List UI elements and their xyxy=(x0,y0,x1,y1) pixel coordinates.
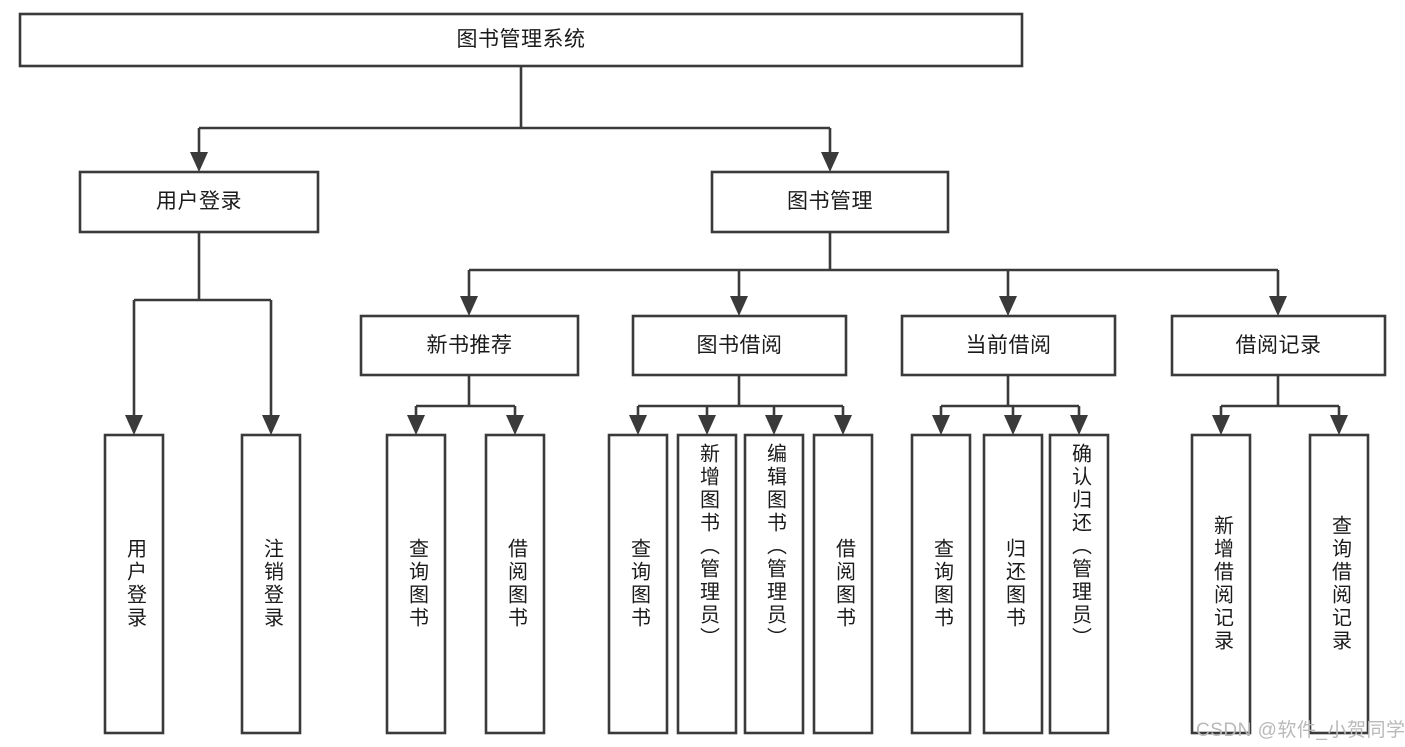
arrowhead-add-book-admin xyxy=(698,415,716,435)
node-box-leaf-query-book-newbook[interactable] xyxy=(385,433,447,735)
node-box-leaf-borrow-book[interactable] xyxy=(812,433,874,735)
node-box-leaf-add-book-admin[interactable] xyxy=(676,433,738,735)
csdn-watermark: CSDN @软件_小贺同学 xyxy=(1196,720,1405,741)
arrowhead-leaf-logout xyxy=(262,415,280,435)
node-box-leaf-add-borrow-record[interactable] xyxy=(1190,433,1252,735)
arrowhead-leaf-user-login xyxy=(125,415,143,435)
arrowhead-confirm-return-admin xyxy=(1070,415,1088,435)
arrowhead-query-book-borrow xyxy=(629,415,647,435)
node-box-leaf-confirm-return-admin[interactable] xyxy=(1048,433,1110,735)
node-box-user-login[interactable] xyxy=(78,170,320,234)
node-box-borrow-records[interactable] xyxy=(1170,314,1387,377)
arrowhead-return-book xyxy=(1004,415,1022,435)
arrowhead-current-borrow xyxy=(999,296,1017,316)
arrowhead-borrow-records xyxy=(1269,296,1287,316)
arrowhead-book-management xyxy=(821,152,839,172)
arrowhead-borrow-book-newbook xyxy=(506,415,524,435)
node-box-book-borrow[interactable] xyxy=(631,314,848,377)
arrowhead-book-borrow xyxy=(730,296,748,316)
node-box-book-management[interactable] xyxy=(710,170,950,234)
arrowhead-edit-book-admin xyxy=(765,415,783,435)
node-box-leaf-edit-book-admin[interactable] xyxy=(743,433,805,735)
node-box-new-book-recommend[interactable] xyxy=(359,314,580,377)
arrowhead-query-book-newbook xyxy=(407,415,425,435)
node-box-current-borrow[interactable] xyxy=(900,314,1117,377)
connectors-layer xyxy=(125,66,1348,435)
boxes-layer xyxy=(18,12,1387,735)
node-box-leaf-query-borrow-record[interactable] xyxy=(1308,433,1370,735)
arrowhead-borrow-book xyxy=(834,415,852,435)
node-box-root[interactable] xyxy=(18,12,1024,68)
node-box-leaf-logout[interactable] xyxy=(240,433,302,735)
arrowhead-add-borrow-record xyxy=(1212,415,1230,435)
node-box-leaf-query-book-borrow[interactable] xyxy=(607,433,669,735)
arrowhead-user-login xyxy=(190,152,208,172)
arrowhead-new-book-recommend xyxy=(460,296,478,316)
node-box-leaf-borrow-book-newbook[interactable] xyxy=(484,433,546,735)
arrowhead-query-book-current xyxy=(932,415,950,435)
node-box-leaf-user-login[interactable] xyxy=(103,433,165,735)
node-box-leaf-query-book-current[interactable] xyxy=(910,433,972,735)
node-box-leaf-return-book[interactable] xyxy=(982,433,1044,735)
arrowhead-query-borrow-record xyxy=(1330,415,1348,435)
